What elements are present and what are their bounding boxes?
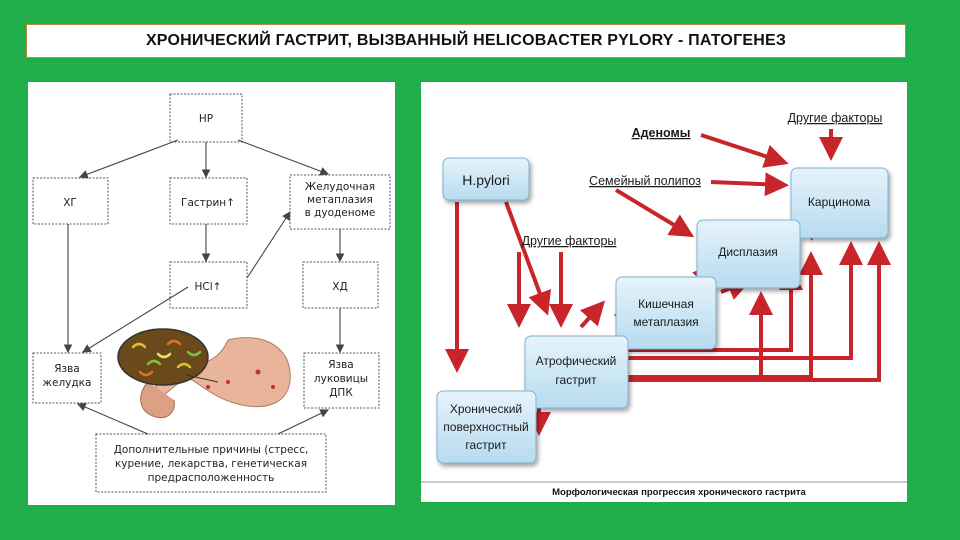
carcinoma-label: Карцинома [808,195,870,209]
gastrin-label: Гастрин↑ [181,197,235,209]
box-ulcer-stomach [32,352,102,404]
metaplasia-label-2: метаплазия [307,194,373,206]
intestinal-metaplasia-label-1: Кишечная [638,297,694,311]
left-diagram: НР ХГ Гастрин↑ Желудочная метаплазия в д… [32,93,391,493]
chronic-superficial-label-2: поверхностный [443,420,528,434]
stomach-illustration [117,328,291,419]
right-diagram: H.pylori Карцинома Дисплазия Кишечная ме… [421,111,907,498]
box-hg [32,177,109,225]
hpylori-label: H.pylori [462,172,509,188]
box-causes [95,433,327,493]
box-chronic-superficial-gastritis [436,390,537,464]
hp-label: НР [199,113,213,125]
metaplasia-label-1: Желудочная [305,181,375,193]
left-panel-pathogenesis-scheme: НР ХГ Гастрин↑ Желудочная метаплазия в д… [28,82,395,505]
other-factors-left-label: Другие факторы [522,234,617,248]
box-intestinal-metaplasia [615,276,717,350]
chronic-superficial-label-3: гастрит [465,438,507,452]
ulcer-stomach-label-2: желудка [43,377,92,389]
causes-label-1: Дополнительные причины (стресс, [114,444,309,456]
ulcer-duodenum-label-1: Язва [328,359,354,371]
figure-caption: Морфологическая прогрессия хронического … [552,487,806,498]
intestinal-metaplasia-label-2: метаплазия [633,315,698,329]
adenomas-label: Аденомы [632,126,691,140]
causes-label-3: предрасположенность [148,472,275,484]
chronic-superficial-label-1: Хронический [450,402,522,416]
ulcer-duodenum-label-2: луковицы [314,373,368,385]
slide-title-text: ХРОНИЧЕСКИЙ ГАСТРИТ, ВЫЗВАННЫЙ HELICOBAC… [145,32,787,49]
right-panel-morphological-progression: H.pylori Карцинома Дисплазия Кишечная ме… [421,82,907,502]
atrophic-gastritis-label-2: гастрит [555,373,597,387]
slide-title: ХРОНИЧЕСКИЙ ГАСТРИТ, ВЫЗВАННЫЙ HELICOBAC… [26,24,906,58]
causes-label-2: курение, лекарства, генетическая [115,458,307,470]
hcl-label: HCl↑ [195,281,222,293]
familial-polyp-label: Семейный полипоз [589,174,701,188]
box-atrophic-gastritis [524,335,629,409]
box-hpylori [442,157,530,201]
box-carcinoma [790,167,889,239]
dysplasia-label: Дисплазия [718,245,778,259]
box-ulcer-duodenum [303,352,380,409]
ulcer-stomach-label-1: Язва [54,363,80,375]
ulcer-duodenum-label-3: ДПК [329,387,353,399]
hg-label: ХГ [63,197,77,209]
other-factors-top-label: Другие факторы [788,111,883,125]
box-dysplasia [696,219,801,289]
hd-label: ХД [332,281,347,293]
metaplasia-label-3: в дуоденоме [305,207,376,219]
atrophic-gastritis-label-1: Атрофический [536,354,617,368]
